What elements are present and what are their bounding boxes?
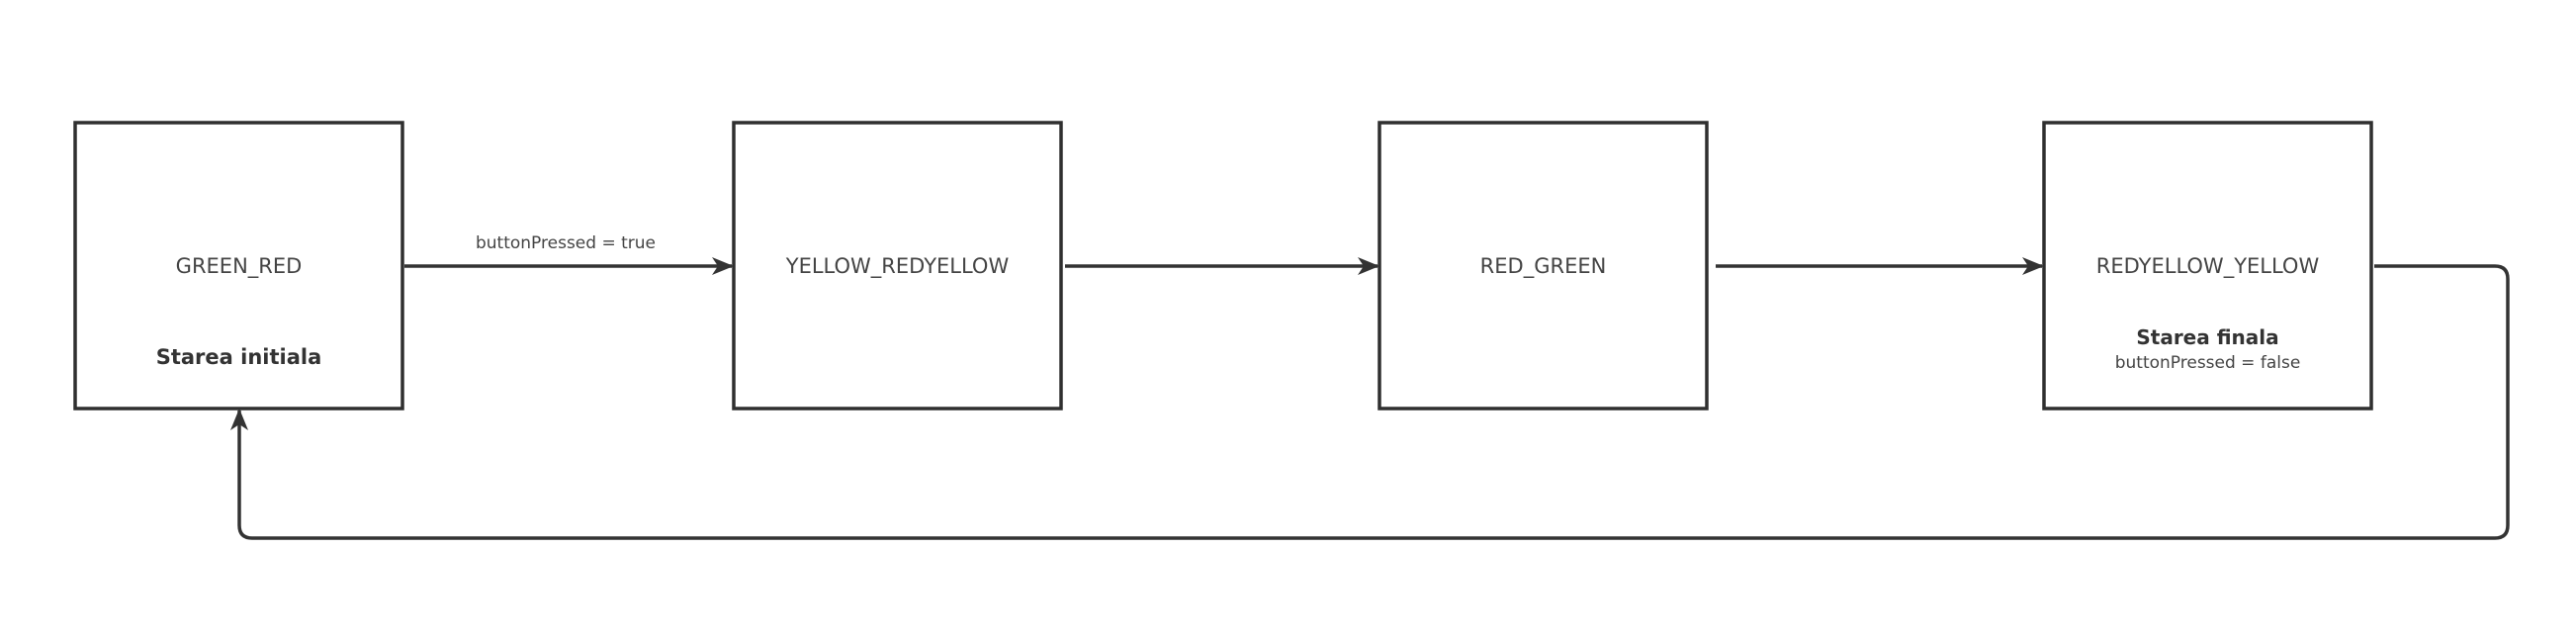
state-box[interactable]	[732, 121, 1063, 411]
state-box[interactable]	[73, 121, 404, 411]
state-name: REDYELLOW_YELLOW	[2096, 254, 2320, 279]
state-initial-note: Starea initiala	[156, 345, 322, 369]
state-redyellow-yellow[interactable]: REDYELLOW_YELLOW Starea finala buttonPre…	[2042, 121, 2373, 411]
state-red-green[interactable]: RED_GREEN	[1377, 121, 1709, 411]
state-name: RED_GREEN	[1480, 254, 1607, 279]
transition-redyellow-yellow-to-green-red[interactable]	[230, 264, 2510, 540]
state-condition-note: buttonPressed = false	[2115, 353, 2301, 373]
transition-label-button-pressed: buttonPressed = true	[476, 233, 656, 253]
state-name: GREEN_RED	[176, 254, 303, 279]
state-final-note: Starea finala	[2136, 325, 2278, 349]
state-green-red[interactable]: GREEN_RED Starea initiala	[73, 121, 404, 411]
state-box[interactable]	[2042, 121, 2373, 411]
state-box[interactable]	[1377, 121, 1709, 411]
state-name: YELLOW_REDYELLOW	[785, 254, 1010, 279]
transitions	[230, 257, 2510, 540]
state-yellow-redyellow[interactable]: YELLOW_REDYELLOW	[732, 121, 1063, 411]
